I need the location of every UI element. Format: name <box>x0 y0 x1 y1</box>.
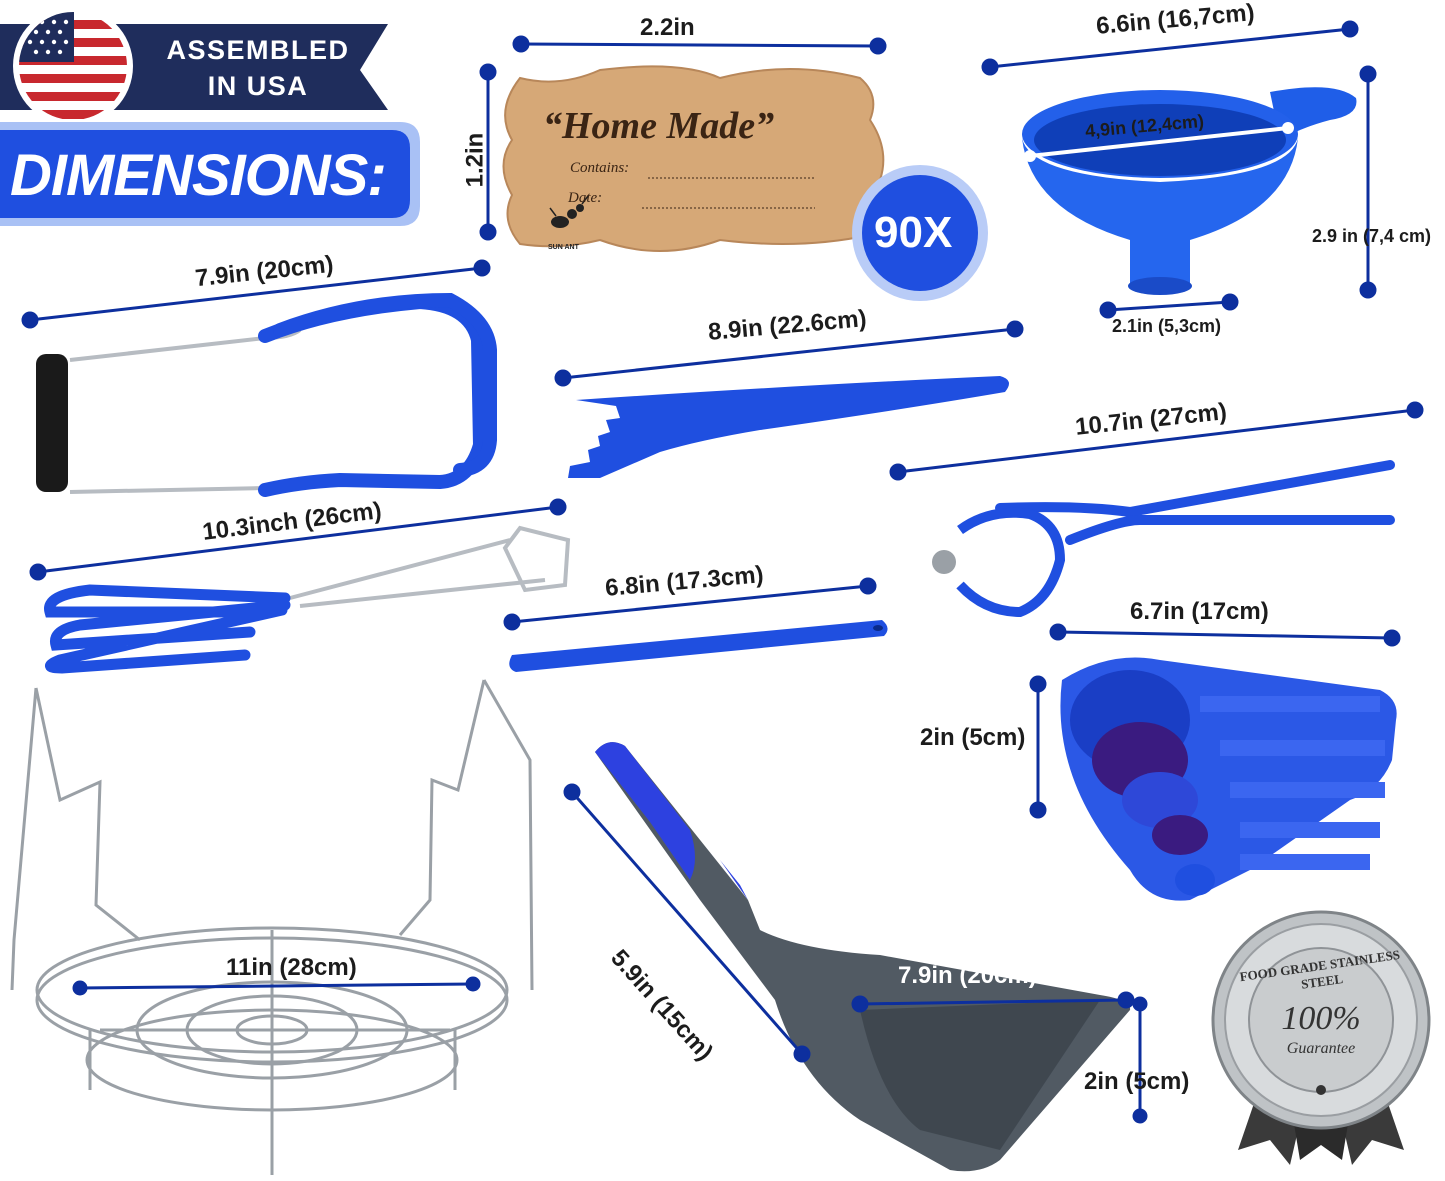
quantity-badge: 90X <box>874 208 953 257</box>
banner-line-1: ASSEMBLED <box>166 35 350 65</box>
sticker-contains-field: Contains: <box>570 160 630 176</box>
ant-logo-icon <box>549 195 589 228</box>
canning-tongs <box>44 525 571 674</box>
bubble-remover <box>568 376 1009 478</box>
rack-dim-line <box>72 976 481 996</box>
cups-height-label: 2in (5cm) <box>920 724 1026 751</box>
assembled-in-usa-banner: ASSEMBLED IN USA <box>0 22 390 110</box>
sticker-dim-lines <box>479 35 887 241</box>
cups-width-label: 6.7in (17cm) <box>1130 598 1269 625</box>
magnetic-lid-lifter <box>509 620 888 672</box>
jar-wrench-dim-line <box>889 401 1424 481</box>
measuring-cups <box>1060 657 1397 901</box>
sticker-brand: SUN ANT <box>548 244 579 251</box>
jar-lifter <box>36 292 497 497</box>
scoop-width-label: 7.9in (20cm) <box>898 962 1037 989</box>
sticker-title: “Home Made” <box>543 105 775 147</box>
canning-scoop <box>595 742 1131 1172</box>
funnel-height-label: 2.9 in (7,4 cm) <box>1312 226 1432 246</box>
jar-lifter-dim-line <box>21 259 491 329</box>
funnel-base-label: 2.1in (5,3cm) <box>1112 316 1222 336</box>
guarantee-seal-icon <box>1211 910 1431 1165</box>
dimensions-heading-bg <box>0 122 420 226</box>
bubble-remover-dim-line <box>554 320 1024 387</box>
sticker-height-label: 1.2in <box>461 132 489 188</box>
assembled-banner <box>0 6 388 126</box>
dimensions-heading-text: DIMENSIONS: <box>10 143 387 208</box>
sticker-width-label: 2.2in <box>640 14 695 41</box>
canning-funnel <box>1022 87 1357 295</box>
dimensions-heading: DIMENSIONS: <box>0 124 418 224</box>
banner-text: ASSEMBLED IN USA <box>138 32 378 104</box>
scoop-height-label: 2in (5cm) <box>1084 1068 1190 1095</box>
homemade-label-sticker <box>502 65 988 301</box>
jar-wrench <box>932 460 1395 618</box>
lid-lifter-dim-line <box>503 577 877 631</box>
cups-dim-lines <box>1029 623 1401 819</box>
canning-rack <box>10 679 534 1175</box>
seal-word: Guarantee <box>1286 1040 1356 1057</box>
scoop-dim-lines <box>563 783 1148 1124</box>
sticker-date-field: Date: <box>568 190 603 206</box>
seal-percent: 100% <box>1281 1000 1361 1037</box>
banner-line-2: IN USA <box>207 71 309 101</box>
funnel-inner-line <box>1029 126 1289 158</box>
tongs-dim-line <box>29 498 567 581</box>
rack-diameter-label: 11in (28cm) <box>226 954 357 981</box>
funnel-dim-lines <box>981 20 1377 319</box>
